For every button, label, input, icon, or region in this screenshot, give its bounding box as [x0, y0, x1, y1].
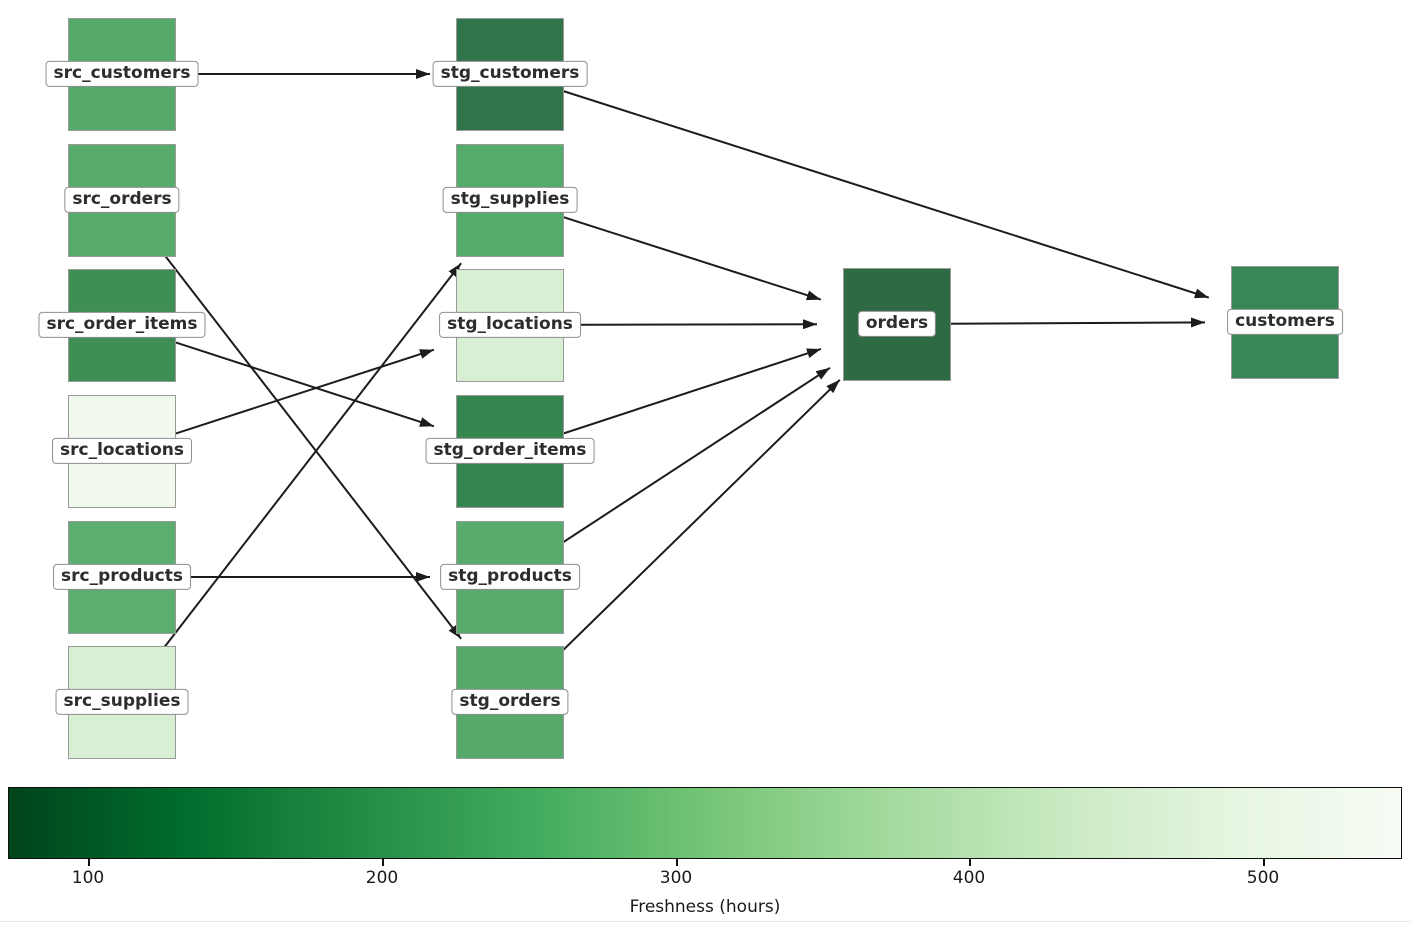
figure-bottom-border — [0, 921, 1410, 922]
colorbar-tick-label: 300 — [659, 868, 693, 888]
edge-src-supplies-to-stg-supplies — [121, 262, 462, 703]
colorbar-tick-mark — [88, 859, 90, 866]
colorbar-tick-label: 400 — [952, 868, 986, 888]
node-label-src-order-items: src_order_items — [38, 311, 206, 339]
node-label-src-supplies: src_supplies — [55, 688, 189, 716]
edge-stg-orders-to-orders — [509, 379, 841, 703]
node-label-stg-locations: stg_locations — [439, 311, 581, 339]
colorbar-tick-mark — [382, 859, 384, 866]
edge-stg-customers-to-customers — [509, 73, 1210, 299]
edge-src-orders-to-stg-orders — [121, 199, 462, 640]
node-label-stg-products: stg_products — [440, 563, 580, 591]
colorbar-tick-label: 500 — [1246, 868, 1280, 888]
colorbar-tick-label: 100 — [71, 868, 105, 888]
freshness-colorbar — [8, 787, 1402, 859]
node-label-stg-customers: stg_customers — [432, 60, 588, 88]
node-label-src-customers: src_customers — [45, 60, 199, 88]
colorbar-tick-mark — [969, 859, 971, 866]
node-label-src-products: src_products — [53, 563, 191, 591]
colorbar-tick-mark — [1263, 859, 1265, 866]
node-label-stg-supplies: stg_supplies — [442, 186, 578, 214]
colorbar-tick-label: 200 — [365, 868, 399, 888]
node-label-src-locations: src_locations — [52, 437, 192, 465]
colorbar-axis-label: Freshness (hours) — [629, 897, 781, 917]
node-label-customers: customers — [1227, 308, 1343, 336]
node-label-stg-order-items: stg_order_items — [425, 437, 595, 465]
node-label-orders: orders — [857, 310, 937, 338]
colorbar-tick-mark — [676, 859, 678, 866]
node-label-stg-orders: stg_orders — [451, 688, 569, 716]
node-label-src-orders: src_orders — [64, 186, 180, 214]
